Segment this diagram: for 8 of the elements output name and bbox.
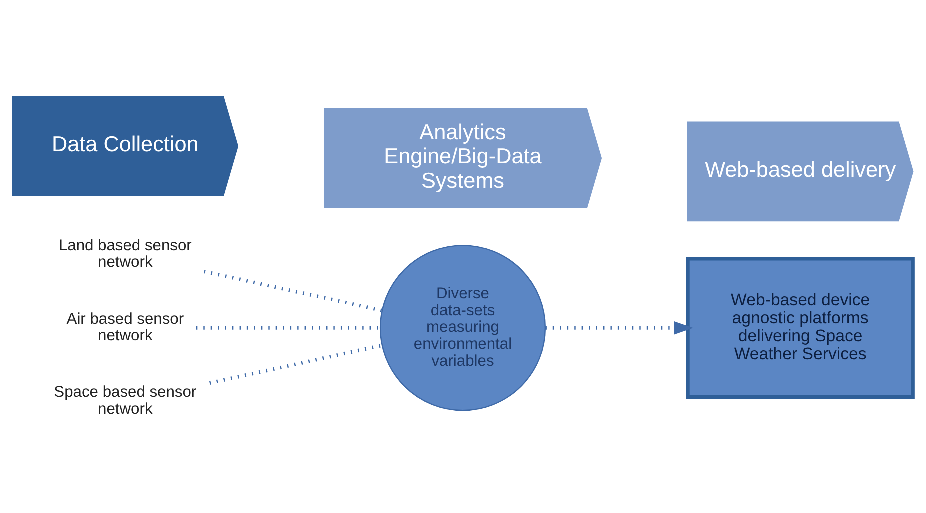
node-text: Air based sensor network — [66, 310, 184, 345]
node-text: Space based sensor network — [54, 384, 197, 418]
node-box: Web-based device agnostic platforms delivering Space Weather Services — [686, 257, 915, 400]
node-circle: Diverse data-sets measuring environmental variables — [380, 245, 546, 412]
arrow — [546, 321, 694, 335]
connector — [204, 270, 383, 312]
node-text: Land based sensor network — [58, 237, 192, 272]
connector — [210, 344, 383, 386]
